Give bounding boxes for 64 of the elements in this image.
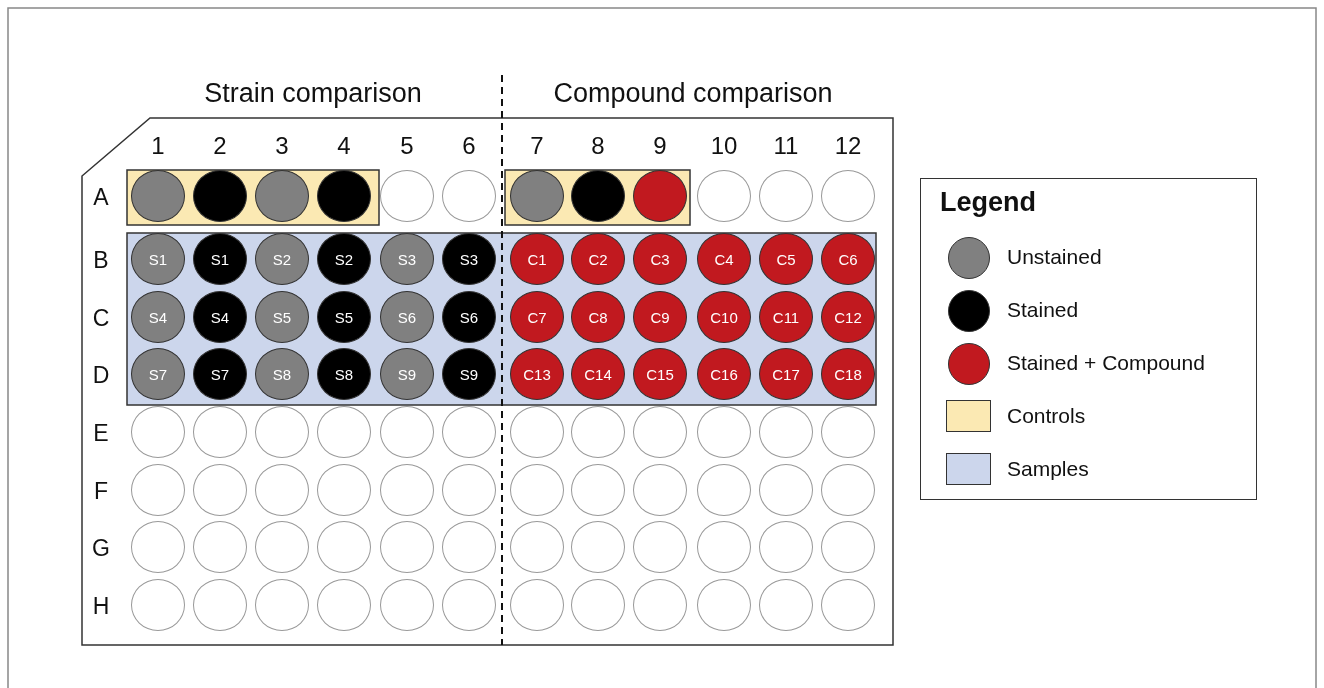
well-label: S1 <box>148 250 168 268</box>
well-label: C9 <box>650 308 670 326</box>
well-label: C13 <box>523 365 551 383</box>
well-label: S3 <box>397 250 417 268</box>
well-label: S8 <box>334 365 354 383</box>
row-letter: H <box>92 592 110 620</box>
column-number: 7 <box>530 132 544 160</box>
legend-label: Samples <box>1007 457 1089 481</box>
well-label: C3 <box>650 250 670 268</box>
legend-label: Stained + Compound <box>1007 351 1205 375</box>
row-letter: E <box>93 419 109 447</box>
well-label: C17 <box>772 365 800 383</box>
well-label: S7 <box>210 365 230 383</box>
column-number: 6 <box>462 132 476 160</box>
well-label: S5 <box>334 308 354 326</box>
legend-label: Unstained <box>1007 245 1102 269</box>
column-number: 9 <box>653 132 667 160</box>
well-label: C16 <box>710 365 738 383</box>
well-label: S6 <box>397 308 417 326</box>
well-label: C5 <box>776 250 796 268</box>
well-label: C10 <box>710 308 738 326</box>
well-label: S7 <box>148 365 168 383</box>
section-heading: Strain comparison <box>204 77 422 109</box>
row-letter: A <box>93 183 109 211</box>
well-label: C4 <box>714 250 734 268</box>
well-label: S5 <box>272 308 292 326</box>
column-number: 5 <box>400 132 414 160</box>
column-number: 4 <box>337 132 351 160</box>
row-letter: G <box>92 534 110 562</box>
column-number: 2 <box>213 132 227 160</box>
column-number: 11 <box>773 132 799 160</box>
column-number: 12 <box>834 132 862 160</box>
well-label: C2 <box>588 250 608 268</box>
well-label: S8 <box>272 365 292 383</box>
well-label: C8 <box>588 308 608 326</box>
row-letter: F <box>93 477 109 505</box>
row-letter: D <box>92 361 110 389</box>
column-number: 3 <box>275 132 289 160</box>
row-letter: B <box>93 246 109 274</box>
well-label: S4 <box>210 308 230 326</box>
well-label: C6 <box>838 250 858 268</box>
legend-label: Controls <box>1007 404 1086 428</box>
row-letter: C <box>92 304 110 332</box>
column-number: 1 <box>151 132 165 160</box>
well-label: C1 <box>527 250 547 268</box>
legend-heading: Legend <box>940 187 1036 218</box>
well-label: S2 <box>272 250 292 268</box>
well-label: S6 <box>459 308 479 326</box>
well-label: C11 <box>772 308 800 326</box>
well-label: C12 <box>834 308 862 326</box>
well-label: C18 <box>834 365 862 383</box>
well-label: C7 <box>527 308 547 326</box>
well-label: C14 <box>584 365 612 383</box>
well-label: C15 <box>646 365 674 383</box>
well-label: S1 <box>210 250 230 268</box>
well-label: S3 <box>459 250 479 268</box>
column-number: 8 <box>591 132 605 160</box>
well-label: S9 <box>459 365 479 383</box>
legend-label: Stained <box>1007 298 1079 322</box>
well-label: S4 <box>148 308 168 326</box>
column-number: 10 <box>710 132 738 160</box>
section-heading: Compound comparison <box>553 77 833 109</box>
well-label: S2 <box>334 250 354 268</box>
well-label: S9 <box>397 365 417 383</box>
